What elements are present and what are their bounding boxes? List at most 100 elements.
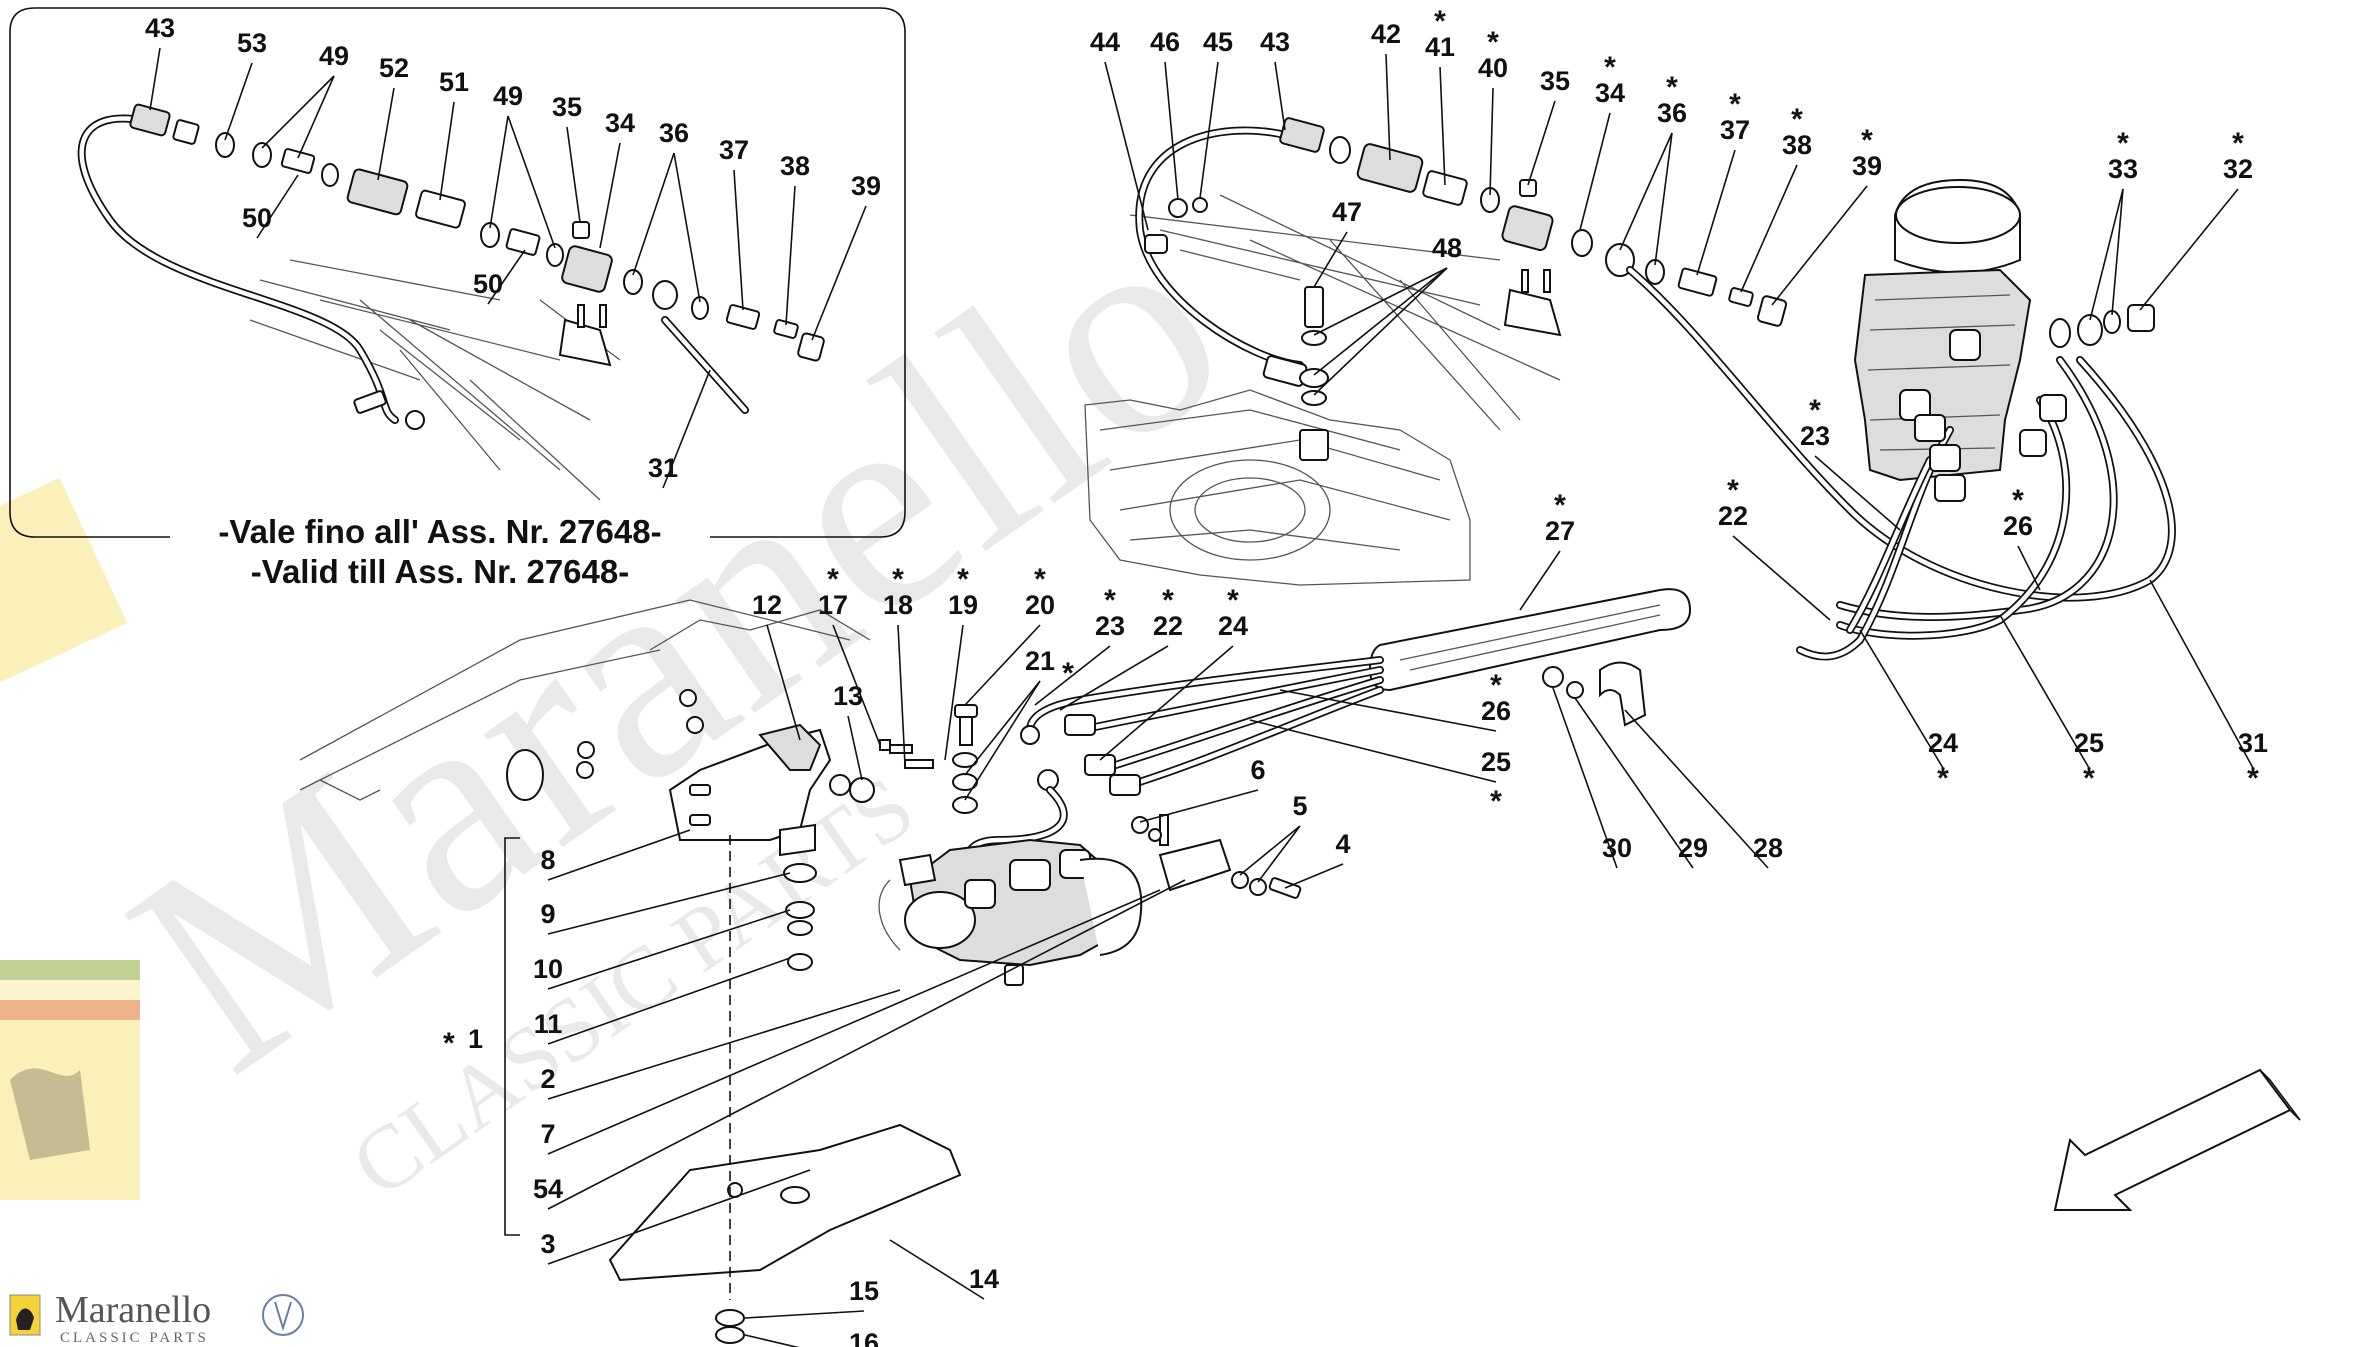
callout-m5: 5 xyxy=(1292,791,1307,821)
callout-star-m37: * xyxy=(1729,88,1741,121)
leader-line-i52 xyxy=(377,87,395,181)
leader-line-m19 xyxy=(944,624,964,761)
leader-line-m8 xyxy=(547,829,691,881)
callout-m22a: 22 xyxy=(1718,501,1748,531)
watermark: Maranello CLASSIC PARTS xyxy=(77,154,1277,1216)
callout-m45: 45 xyxy=(1203,27,1233,57)
callout-star-m23a: * xyxy=(1809,394,1821,427)
validity-note-it: -Vale fino all' Ass. Nr. 27648- xyxy=(218,513,661,550)
callout-m36: 36 xyxy=(1657,98,1687,128)
leader-line-m29 xyxy=(1574,697,1694,869)
callout-m35: 35 xyxy=(1540,66,1570,96)
leader-line-m44 xyxy=(1104,61,1149,231)
callout-m16: 16 xyxy=(849,1328,879,1347)
leader-line-m37 xyxy=(1696,149,1736,276)
callout-m41: 41 xyxy=(1425,32,1455,62)
leader-line-m23b xyxy=(1034,645,1111,706)
callout-star-m23b: * xyxy=(1104,584,1116,617)
callout-m20: 20 xyxy=(1025,590,1055,620)
callout-star-m40: * xyxy=(1487,26,1499,59)
leader-line-m25a xyxy=(1249,719,1497,783)
callout-m21: 21 xyxy=(1025,646,1055,676)
callout-i36: 36 xyxy=(659,118,689,148)
leader-line-m15 xyxy=(744,1310,865,1319)
leader-line-i49a xyxy=(297,75,335,159)
inset-gearbox-outline xyxy=(249,259,621,501)
callout-m33: 33 xyxy=(2108,154,2138,184)
callout-m13: 13 xyxy=(833,681,863,711)
leader-line-m27 xyxy=(1519,550,1561,611)
validity-note-en: -Valid till Ass. Nr. 27648- xyxy=(251,553,629,590)
leader-line-i39 xyxy=(811,205,867,341)
callout-star-m32: * xyxy=(2232,127,2244,160)
leader-line-m43 xyxy=(1274,61,1286,131)
callout-star-m39: * xyxy=(1861,124,1873,157)
leader-line-m33 xyxy=(2089,188,2124,321)
leader-lines xyxy=(149,47,2254,1347)
leader-line-i43 xyxy=(149,47,161,111)
callout-m3: 3 xyxy=(540,1229,555,1259)
callout-star-m18: * xyxy=(892,563,904,596)
leader-line-m34 xyxy=(1579,112,1611,231)
callout-m44: 44 xyxy=(1090,27,1120,57)
callout-i38: 38 xyxy=(780,151,810,181)
callout-star-m38: * xyxy=(1791,103,1803,136)
leader-line-m36 xyxy=(1654,132,1673,266)
prancing-horse-shield-icon xyxy=(0,477,140,1200)
callout-m48: 48 xyxy=(1432,233,1462,263)
leader-line-m23a xyxy=(1814,455,1901,531)
leader-line-i37 xyxy=(733,169,744,311)
leader-line-m12 xyxy=(766,624,801,741)
leader-line-m40 xyxy=(1489,87,1494,196)
callout-m47: 47 xyxy=(1332,197,1362,227)
gearbox-housing xyxy=(1084,194,1561,586)
leader-line-i34 xyxy=(599,142,621,249)
leader-line-m4 xyxy=(1284,863,1344,889)
leader-line-m47 xyxy=(1313,231,1348,288)
callout-star-m36: * xyxy=(1666,71,1678,104)
leader-line-m39 xyxy=(1771,185,1868,306)
leader-line-i49b xyxy=(489,115,509,229)
leader-line-m22a xyxy=(1732,535,1831,621)
leader-line-m24b xyxy=(1859,629,1944,769)
callout-i50a: 50 xyxy=(242,203,272,233)
callout-m34: 34 xyxy=(1595,78,1625,108)
leader-line-m3 xyxy=(547,1169,811,1265)
callout-star-m20: * xyxy=(1034,563,1046,596)
leader-line-m21 xyxy=(964,680,1041,776)
callout-star-m22a: * xyxy=(1727,474,1739,507)
actuator-assembly xyxy=(608,704,1302,1344)
inset-fittings xyxy=(129,103,825,430)
callout-m31: 31 xyxy=(2238,728,2268,758)
callout-m30: 30 xyxy=(1602,833,1632,863)
leader-line-i36 xyxy=(632,152,675,276)
leader-line-m26b xyxy=(1279,689,1497,732)
callout-i50b: 50 xyxy=(473,269,503,299)
leader-line-m10 xyxy=(547,909,791,990)
leader-line-m13 xyxy=(847,715,863,781)
callout-star-m24a: * xyxy=(1227,584,1239,617)
leader-line-m48 xyxy=(1313,267,1448,336)
leader-line-m7 xyxy=(547,889,1161,1155)
leader-line-m54 xyxy=(547,879,1186,1210)
chassis-outline xyxy=(299,599,871,801)
callout-m8: 8 xyxy=(540,845,555,875)
callout-i53: 53 xyxy=(237,28,267,58)
callout-m14: 14 xyxy=(969,1264,999,1294)
leader-line-m11 xyxy=(547,957,791,1045)
callout-star-m24b: * xyxy=(1937,762,1949,795)
leader-line-m16 xyxy=(744,1334,800,1347)
callout-m26b: 26 xyxy=(1481,696,1511,726)
callout-m22b: 22 xyxy=(1153,611,1183,641)
callout-star-m22b: * xyxy=(1162,584,1174,617)
leader-line-i50b xyxy=(487,249,526,305)
group-bracket: * 1 xyxy=(443,837,520,1236)
callout-m23b: 23 xyxy=(1095,611,1125,641)
leader-line-m35 xyxy=(1527,100,1556,186)
callout-m28: 28 xyxy=(1753,833,1783,863)
leader-line-m32 xyxy=(2139,188,2239,311)
logo-subtext: CLASSIC PARTS xyxy=(60,1330,209,1346)
callout-i31: 31 xyxy=(648,453,678,483)
